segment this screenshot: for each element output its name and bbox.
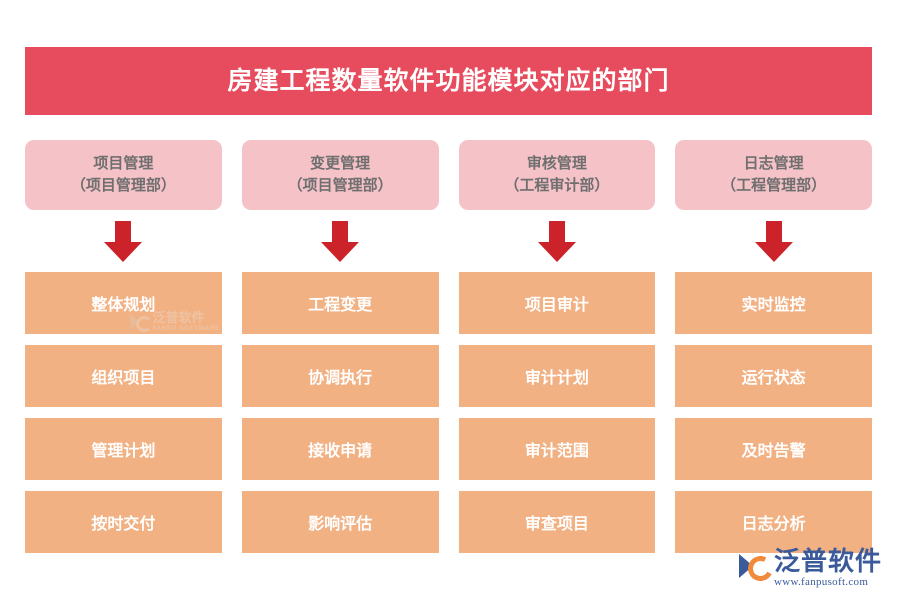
arrow-head [321, 241, 360, 262]
arrow-container [459, 210, 656, 272]
function-label: 接收申请 [308, 443, 373, 460]
function-box[interactable]: 按时交付 [25, 491, 222, 553]
function-box[interactable]: 及时告警 [675, 418, 872, 480]
function-box[interactable]: 工程变更 [241, 272, 439, 334]
brand-url: www.fanpusoft.com [773, 576, 869, 588]
function-box[interactable]: 组织项目 [25, 345, 222, 407]
function-box[interactable]: 项目审计 [458, 272, 656, 334]
arrow-container [242, 210, 439, 272]
arrow-shaft [548, 220, 565, 243]
function-label: 日志分析 [741, 516, 806, 533]
department-box[interactable]: 变更管理 （项目管理部） [241, 140, 439, 210]
down-arrow-icon [754, 220, 793, 262]
arrow-shaft [115, 220, 132, 243]
column-change-management: 变更管理 （项目管理部） 工程变更 协调执行 接收申请 影响评估 [241, 140, 439, 553]
arrow-container [25, 210, 222, 272]
header-banner: 房建工程数量软件功能模块对应的部门 [25, 47, 872, 115]
arrow-shaft [332, 220, 349, 243]
column-log-management: 日志管理 （工程管理部） 实时监控 运行状态 及时告警 日志分析 [675, 140, 872, 553]
department-owner-label: （工程审计部） [504, 177, 610, 194]
department-module-label: 变更管理 [310, 155, 371, 173]
arrow-shaft [765, 220, 782, 243]
fanpu-logo-icon [738, 550, 769, 580]
function-label: 审计计划 [524, 370, 589, 387]
function-box[interactable]: 实时监控 [675, 272, 872, 334]
function-label: 及时告警 [741, 443, 806, 460]
down-arrow-icon [321, 220, 360, 262]
column-project-management: 项目管理 （项目管理部） 整体规划 泛普软件 FANPU SOFTWARE 组织… [25, 140, 222, 553]
function-box[interactable]: 管理计划 [25, 418, 222, 480]
brand-name: 泛普软件 [773, 546, 882, 576]
function-box[interactable]: 影响评估 [241, 491, 439, 553]
watermark-name-cn: 泛普软件 [152, 310, 205, 325]
department-box[interactable]: 审核管理 （工程审计部） [458, 140, 656, 210]
department-owner-label: （项目管理部） [70, 177, 176, 194]
department-module-label: 日志管理 [743, 155, 804, 173]
function-label: 管理计划 [91, 443, 156, 460]
brand-logo: 泛普软件 www.fanpusoft.com [738, 548, 882, 588]
arrow-head [754, 241, 793, 262]
function-box[interactable]: 审查项目 [458, 491, 656, 553]
down-arrow-icon [537, 220, 576, 262]
watermark-name-en: FANPU SOFTWARE [152, 326, 220, 332]
function-box[interactable]: 接收申请 [241, 418, 439, 480]
department-box[interactable]: 日志管理 （工程管理部） [675, 140, 872, 210]
arrow-head [104, 241, 143, 262]
function-label: 工程变更 [308, 297, 373, 314]
function-box[interactable]: 审计计划 [458, 345, 656, 407]
department-module-label: 项目管理 [93, 155, 154, 173]
function-label: 项目审计 [524, 297, 589, 314]
department-box[interactable]: 项目管理 （项目管理部） [25, 140, 222, 210]
arrow-container [675, 210, 872, 272]
function-label: 协调执行 [308, 370, 373, 387]
function-box[interactable]: 审计范围 [458, 418, 656, 480]
columns-container: 项目管理 （项目管理部） 整体规划 泛普软件 FANPU SOFTWARE 组织… [25, 140, 872, 553]
down-arrow-icon [104, 220, 143, 262]
function-box[interactable]: 日志分析 [675, 491, 872, 553]
function-label: 整体规划 [91, 297, 156, 314]
department-module-label: 审核管理 [526, 155, 587, 173]
function-label: 实时监控 [741, 297, 806, 314]
function-label: 影响评估 [308, 516, 373, 533]
function-label: 组织项目 [91, 370, 156, 387]
page-title: 房建工程数量软件功能模块对应的部门 [227, 66, 670, 95]
function-label: 审计范围 [524, 443, 589, 460]
arrow-head [537, 241, 576, 262]
brand-text: 泛普软件 www.fanpusoft.com [774, 548, 882, 588]
function-box[interactable]: 运行状态 [675, 345, 872, 407]
watermark-text: 泛普软件 FANPU SOFTWARE [153, 311, 220, 332]
function-label: 按时交付 [91, 516, 156, 533]
function-box[interactable]: 整体规划 泛普软件 FANPU SOFTWARE [25, 272, 222, 334]
function-box[interactable]: 协调执行 [241, 345, 439, 407]
function-label: 审查项目 [524, 516, 589, 533]
department-owner-label: （工程管理部） [721, 177, 827, 194]
function-label: 运行状态 [741, 370, 806, 387]
department-owner-label: （项目管理部） [287, 177, 393, 194]
column-audit-management: 审核管理 （工程审计部） 项目审计 审计计划 审计范围 审查项目 [458, 140, 656, 553]
